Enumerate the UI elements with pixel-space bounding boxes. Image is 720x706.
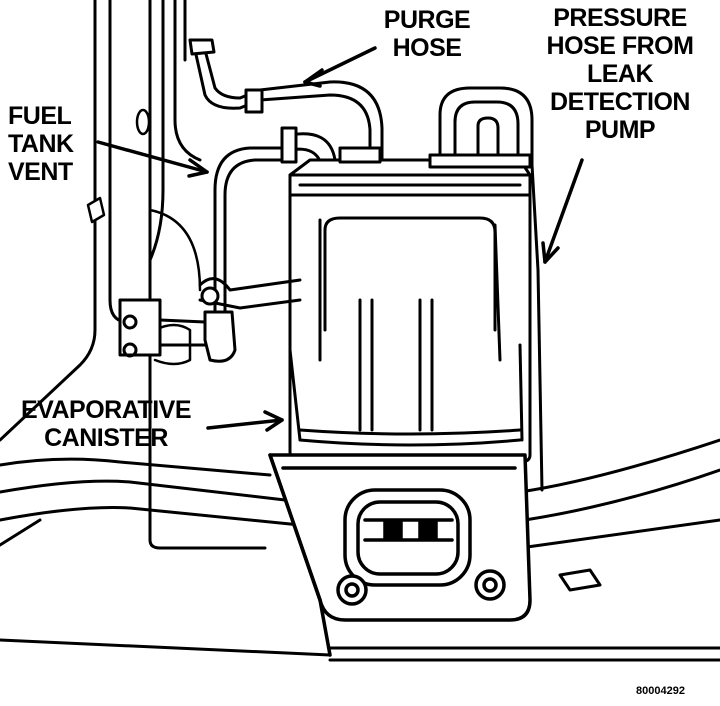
purge-hose-arrow [303,46,377,84]
figure-id: 80004292 [636,685,685,697]
frame-rail [0,0,267,550]
fuel-tank-vent-arrow [96,140,209,174]
evaporative-canister-arrow [206,418,284,430]
pressure-hose-arrow [543,158,584,264]
vent-connector [118,277,302,363]
floor-pan [0,438,720,662]
label-purge-hose: PURGE HOSE [383,6,471,62]
body-panel [86,108,202,366]
mounting-bracket [268,453,532,657]
label-fuel-tank-vent: FUEL TANK VENT [8,102,74,186]
label-evaporative-canister: EVAPORATIVE CANISTER [21,396,192,452]
label-pressure-hose: PRESSURE HOSE FROM LEAK DETECTION PUMP [546,4,694,144]
leader-arrows [96,46,584,432]
evaporative-canister-body [288,146,532,472]
